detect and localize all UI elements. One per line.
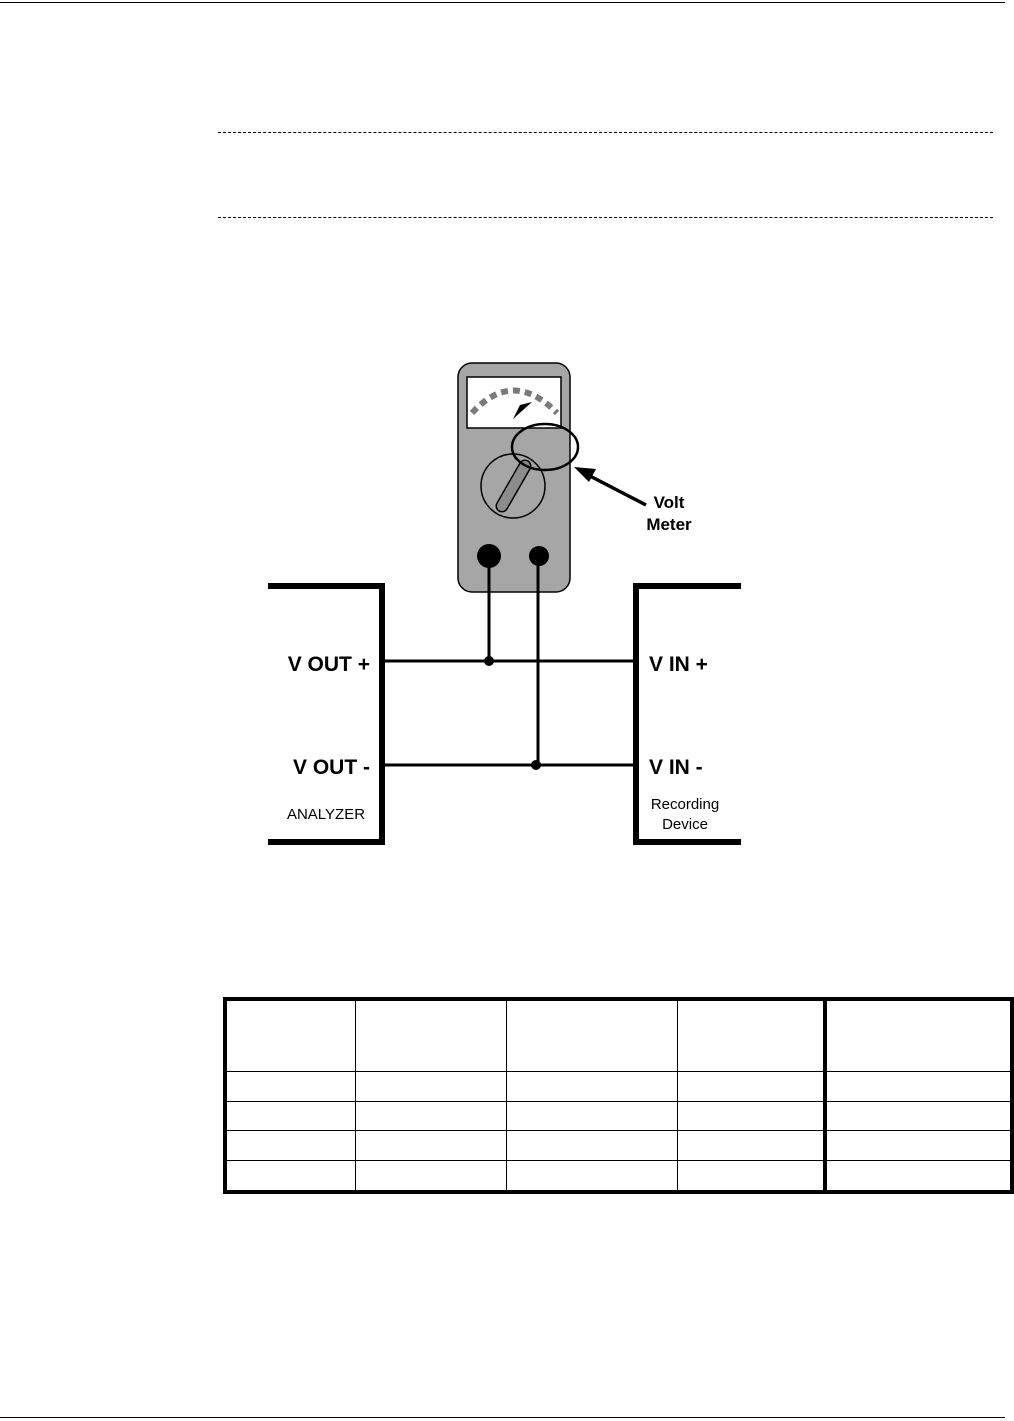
vin-plus-label: V IN + (649, 653, 708, 676)
wiring (384, 556, 634, 767)
table-row (224, 1100, 1013, 1132)
table-cell (224, 1070, 356, 1102)
table-cell (824, 1070, 1013, 1102)
table-cell (224, 1130, 356, 1162)
meter-scale-arc (469, 387, 560, 416)
vout-minus-label: V OUT - (293, 756, 370, 779)
table-cell (354, 1160, 507, 1193)
recording-device-label-line2: Device (662, 816, 708, 833)
callout-arrowhead (574, 467, 596, 482)
note-top-divider (218, 132, 993, 133)
positive-junction-dot (484, 656, 494, 666)
table-header-cell (354, 998, 507, 1072)
table-cell (505, 1160, 678, 1193)
table-row (224, 1070, 1013, 1102)
table-cell (505, 1070, 678, 1102)
volt-meter-callout: Volt Meter (574, 467, 692, 534)
vout-plus-label: V OUT + (288, 653, 370, 676)
header-rule (0, 2, 1005, 3)
note-bottom-divider (218, 217, 993, 218)
recording-device-terminal-block: V IN + V IN - Recording Device (633, 583, 741, 845)
table-header-row (224, 998, 1013, 1072)
table-cell (505, 1130, 678, 1162)
table-cell (224, 1100, 356, 1132)
analyzer-label: ANALYZER (287, 806, 365, 823)
table-row (224, 1130, 1013, 1162)
table-cell (824, 1130, 1013, 1162)
voltage-table (223, 997, 1014, 1194)
analyzer-terminal-block: V OUT + V OUT - ANALYZER (268, 583, 385, 845)
volt-meter-label-line2: Meter (646, 515, 692, 534)
table-header-cell (505, 998, 678, 1072)
meter-selector-knob (497, 461, 530, 511)
table-cell (354, 1100, 507, 1132)
table-cell (224, 1160, 356, 1193)
table-header-cell (224, 998, 356, 1072)
table-header-cell (824, 998, 1013, 1072)
footer-rule (0, 1417, 1005, 1418)
meter-needle (513, 402, 532, 419)
table-cell (676, 1070, 827, 1102)
voltmeter-wiring-diagram: Volt Meter V OUT + V OUT - ANALYZER V IN… (268, 362, 741, 845)
table-cell (505, 1100, 678, 1132)
table-cell (354, 1130, 507, 1162)
negative-junction-dot (531, 760, 541, 770)
table-cell (676, 1130, 827, 1162)
meter-highlight-ellipse (510, 422, 580, 472)
table-header-cell (676, 998, 827, 1072)
volt-meter-label-line1: Volt (654, 493, 685, 512)
table-cell (354, 1070, 507, 1102)
table-row (224, 1160, 1013, 1193)
table-cell (676, 1100, 827, 1132)
table-cell (676, 1160, 827, 1193)
vin-minus-label: V IN - (649, 756, 703, 779)
recording-device-label-line1: Recording (651, 796, 719, 813)
table-cell (824, 1100, 1013, 1132)
volt-meter (457, 362, 580, 593)
table-cell (824, 1160, 1013, 1193)
